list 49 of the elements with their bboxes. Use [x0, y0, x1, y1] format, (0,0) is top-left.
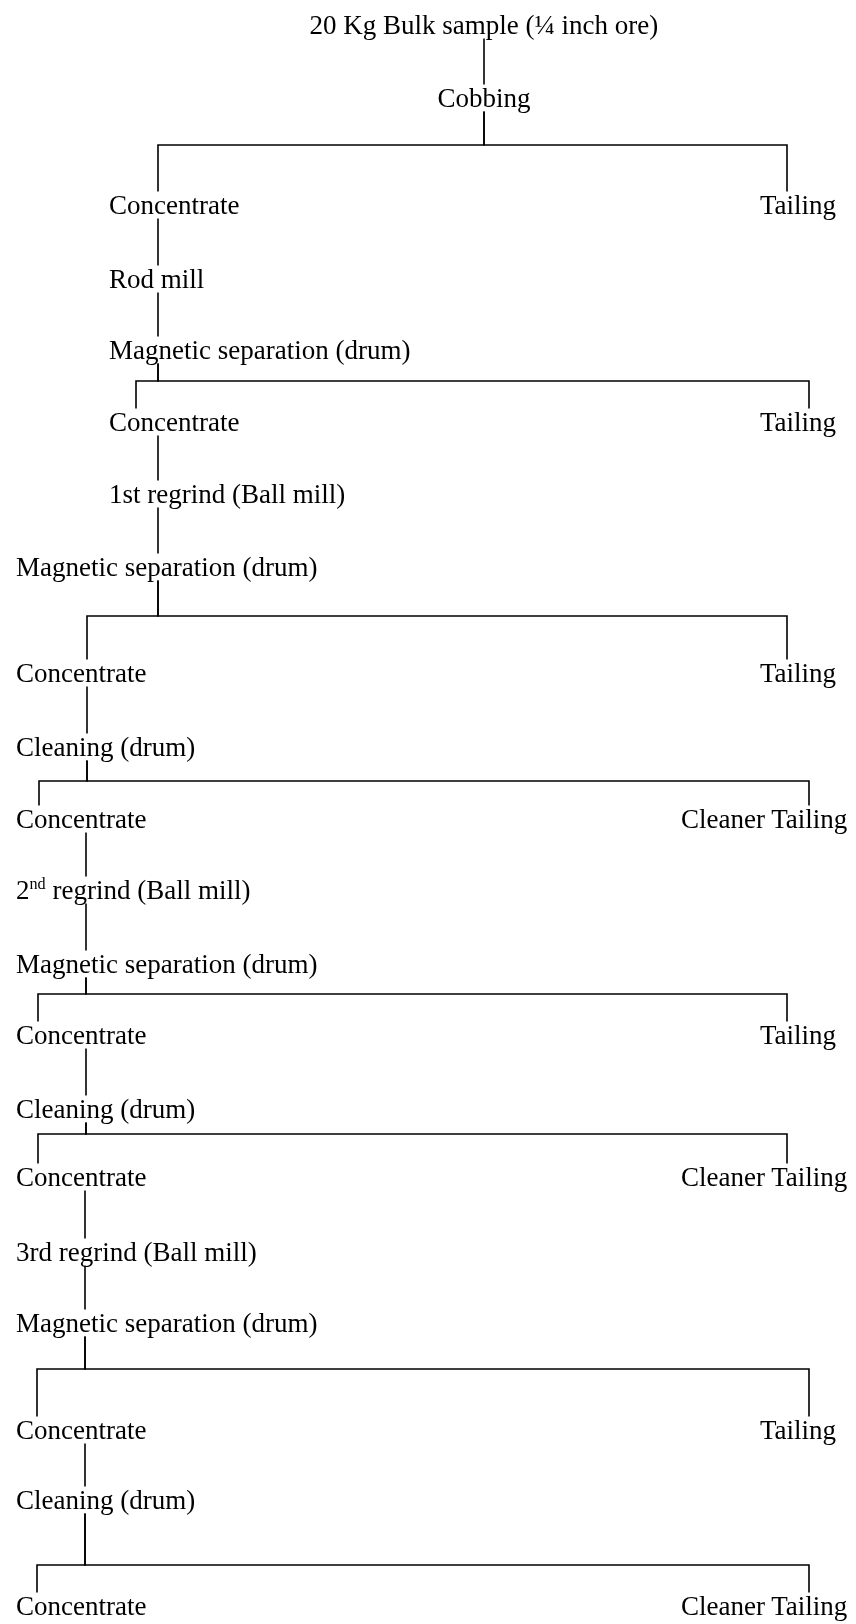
connector-line [85, 976, 788, 1023]
flowsheet-step-text: Tailing [760, 1021, 837, 1049]
connector-line [483, 110, 788, 193]
flowsheet-step-text: Tailing [760, 1416, 837, 1444]
connector-line [157, 217, 159, 267]
flowsheet-step-text: Tailing [760, 408, 837, 436]
connector-line [157, 506, 159, 555]
flowsheet-step-text: 3rd regrind (Ball mill) [16, 1238, 257, 1266]
flowsheet-step-text: Magnetic separation (drum) [16, 553, 318, 581]
flowsheet-step-text: Magnetic separation (drum) [16, 950, 318, 978]
connector-line [85, 1121, 788, 1165]
connector-line [157, 579, 788, 661]
connector-line [84, 1442, 86, 1488]
flowsheet-step-text: Cleaner Tailing [681, 805, 848, 833]
connector-line [84, 1264, 86, 1311]
connector-line [157, 291, 159, 338]
connector-line [86, 685, 88, 735]
connector-line [86, 759, 810, 807]
connector-line [84, 1335, 810, 1418]
flowsheet-step-text: Cobbing [437, 84, 531, 112]
flowsheet-step-text: Magnetic separation (drum) [16, 1309, 318, 1337]
flowsheet-step-text: Concentrate [16, 1416, 147, 1444]
connector-line [85, 1047, 87, 1097]
flowsheet-step-text: 1st regrind (Ball mill) [109, 480, 346, 508]
flowsheet-step-text: Cleaning (drum) [16, 1095, 196, 1123]
flowsheet-step-text: 20 Kg Bulk sample (¼ inch ore) [309, 11, 659, 39]
flowsheet-step-text: Concentrate [109, 191, 240, 219]
flowsheet-step-text: Cleaning (drum) [16, 1486, 196, 1514]
connector-line [483, 37, 485, 86]
connector-line [85, 831, 87, 878]
connector-line [84, 1512, 810, 1594]
flowsheet-step-text: Concentrate [109, 408, 240, 436]
flowsheet-step-text: Cleaner Tailing [681, 1163, 848, 1191]
flowsheet-step-text: Concentrate [16, 659, 147, 687]
flowsheet-step-text: Tailing [760, 191, 837, 219]
connector-line [157, 434, 159, 482]
flowsheet-step-text: Concentrate [16, 1163, 147, 1191]
flowsheet-step-text: Rod mill [109, 265, 205, 293]
connector-line [85, 902, 87, 952]
connector-line [84, 1189, 86, 1240]
flowsheet-step-text: Tailing [760, 659, 837, 687]
flowsheet-step-text: Concentrate [16, 805, 147, 833]
flowsheet-step-text: 2$^{nd}$ regrind (Ball mill) [16, 876, 251, 904]
flowsheet-step-text: Cleaning (drum) [16, 733, 196, 761]
flowsheet-step-text: Magnetic separation (drum) [109, 336, 411, 364]
flowsheet-step-text: Concentrate [16, 1021, 147, 1049]
flowsheet-step-text: Concentrate [16, 1592, 147, 1620]
connector-line [157, 362, 810, 410]
flowsheet-step-text: Cleaner Tailing [681, 1592, 848, 1620]
